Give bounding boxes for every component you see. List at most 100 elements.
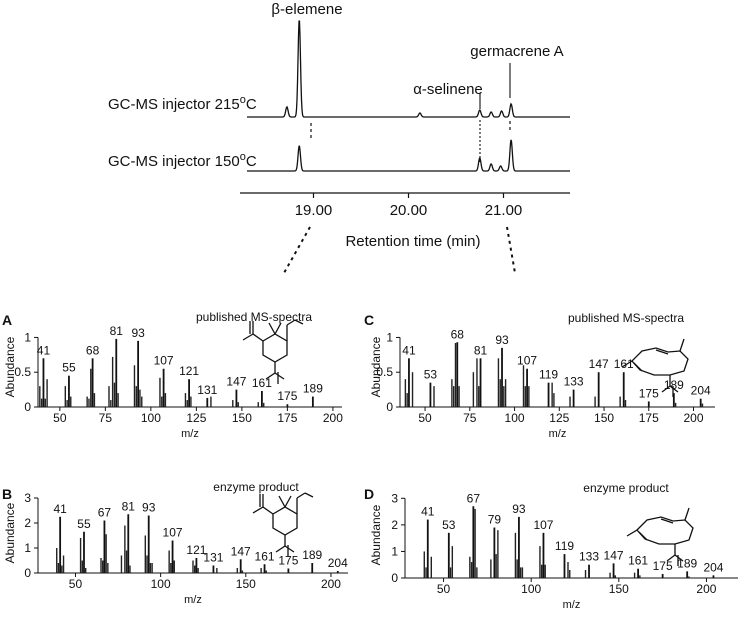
peak-label: 147	[604, 548, 624, 562]
peak-label: 175	[278, 554, 298, 568]
trace-label-150: GC-MS injector 150oC	[108, 151, 257, 170]
peak-label-beta-elemene: β-elemene	[271, 1, 342, 18]
peak-label: 107	[163, 526, 183, 540]
peak-label: 189	[664, 378, 684, 392]
peak-label: 107	[533, 518, 553, 532]
peak-label: 119	[539, 368, 558, 382]
peak-label: 41	[53, 502, 67, 516]
peak-label: 79	[488, 513, 502, 527]
peak-label: 93	[131, 326, 145, 340]
beta-elemene-structure-a	[242, 319, 304, 384]
spectrum-note: published MS-spectra	[196, 310, 312, 324]
peak-label: 81	[110, 324, 124, 338]
x-tick-label: 100	[505, 411, 525, 425]
panel-label: D	[364, 486, 374, 502]
x-tick-label: 50	[418, 411, 432, 425]
peak-label: 131	[203, 551, 223, 565]
x-axis-title: m/z	[563, 599, 581, 611]
zoom-line-right	[506, 226, 516, 274]
peak-label: 147	[589, 357, 609, 371]
peak-label: 175	[277, 389, 297, 403]
peak-label: 131	[197, 383, 217, 397]
x-tick-label: 150	[609, 582, 629, 596]
germacrene-a-structure-d	[626, 507, 694, 566]
rt-axis-title: Retention time (min)	[345, 233, 480, 250]
y-tick-label: 1	[391, 544, 398, 558]
x-axis-title: m/z	[549, 428, 567, 440]
spectrum-note: enzyme product	[583, 481, 669, 495]
x-tick-label: 50	[437, 582, 451, 596]
peak-label: 161	[252, 376, 272, 390]
peak-label: 204	[328, 556, 348, 570]
peak-label: 189	[303, 382, 323, 396]
y-tick-label: 0	[24, 566, 31, 580]
x-tick-label: 150	[232, 411, 252, 425]
y-tick-label: 0	[24, 400, 31, 414]
peak-label: 68	[451, 327, 465, 341]
panel-label: C	[364, 312, 374, 328]
x-tick-label: 150	[236, 577, 256, 591]
peak-label: 53	[442, 518, 456, 532]
peak-label: 133	[564, 375, 584, 389]
x-tick-label: 150	[594, 411, 614, 425]
spectrum-note: enzyme product	[213, 480, 299, 494]
peak-label: 67	[98, 506, 112, 520]
y-axis-title: Abundance	[3, 336, 17, 397]
x-tick-label: 125	[549, 411, 569, 425]
peak-label-alpha-selinene: α-selinene	[413, 81, 483, 98]
peak-label: 93	[142, 501, 156, 515]
germacrene-a-structure-c	[621, 338, 689, 397]
x-tick-label: 200	[321, 577, 341, 591]
peak-label: 68	[86, 343, 100, 357]
peak-label: 41	[402, 343, 416, 357]
peak-label: 93	[512, 502, 526, 516]
y-tick-label: 1	[24, 330, 31, 344]
peak-label: 161	[255, 549, 275, 563]
x-axis-title: m/z	[184, 594, 202, 606]
peak-label: 67	[467, 491, 481, 505]
peak-label: 175	[639, 386, 659, 400]
peak-label: 119	[555, 539, 574, 553]
peak-label: 161	[614, 357, 634, 371]
peak-label: 55	[62, 361, 76, 375]
peak-label: 204	[691, 384, 711, 398]
peak-label: 55	[77, 517, 91, 531]
y-tick-label: 0	[386, 400, 393, 414]
y-tick-label: 0.5	[376, 365, 393, 379]
peak-label-germacrene-a: germacrene A	[470, 43, 563, 60]
x-tick-label: 200	[684, 411, 704, 425]
y-tick-label: 3	[391, 491, 398, 505]
x-tick-label: 75	[99, 411, 113, 425]
beta-elemene-structure-b	[252, 492, 314, 557]
peak-label: 189	[302, 548, 322, 562]
x-tick-label: 175	[639, 411, 659, 425]
peak-label: 121	[186, 543, 206, 557]
spectrum-note: published MS-spectra	[568, 311, 684, 325]
peak-label: 121	[179, 364, 199, 378]
peak-label: 147	[231, 544, 251, 558]
peak-label: 93	[495, 333, 509, 347]
trace-150	[247, 139, 570, 172]
peak-label: 81	[122, 499, 136, 513]
y-axis-title: Abundance	[369, 504, 383, 565]
trace-label-215: GC-MS injector 215oC	[108, 94, 257, 113]
rt-tick-label: 20.00	[390, 202, 428, 219]
y-tick-label: 2	[24, 516, 31, 530]
x-tick-label: 100	[141, 411, 161, 425]
x-tick-label: 200	[323, 411, 343, 425]
peak-label: 41	[37, 343, 51, 357]
panel-label: A	[2, 312, 12, 328]
y-tick-label: 2	[391, 518, 398, 532]
chromatogram: β-elemene α-selinene germacrene A GC-MS …	[108, 1, 570, 274]
x-tick-label: 100	[521, 582, 541, 596]
x-tick-label: 50	[53, 411, 67, 425]
y-tick-label: 1	[386, 330, 393, 344]
peak-label: 41	[421, 505, 435, 519]
trace-215	[247, 20, 570, 118]
y-axis-title: Abundance	[3, 502, 17, 563]
rt-tick-label: 19.00	[295, 202, 333, 219]
